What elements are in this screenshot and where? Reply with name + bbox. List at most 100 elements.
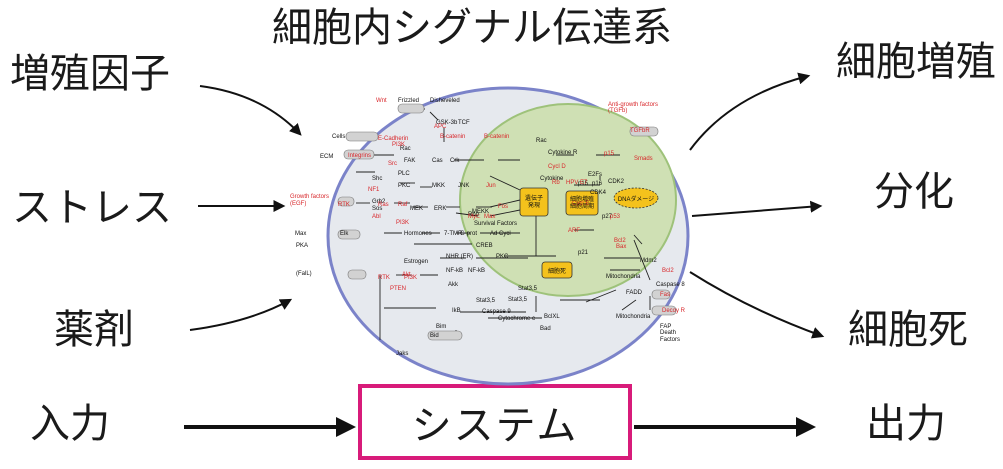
pathway-node-label: p15 [578,181,589,187]
pathway-node-label: E2Fs [588,172,602,178]
pathway-box-label: 細胞死 [548,267,566,275]
output-differentiation-label: 分化 [874,169,954,215]
pathway-node-label: TCF [458,120,470,126]
pathway-node-label: Caspase 8 [656,282,685,288]
pathway-node-label: FAP [660,324,671,330]
pathway-node-label: Estrogen [404,259,428,265]
pathway-node-label: MEKK [472,209,489,215]
pathway-node-label: Stat3,5 [476,298,496,304]
pathway-node-label: Stat3,5 [508,297,528,303]
pathway-node-label: Elk [340,231,349,237]
pathway-node-label: Disheveled [430,98,460,104]
oncogene-label: RTK [378,275,390,281]
pathway-node-label: Stat3,5 [518,286,538,292]
oncogene-label: Rb [552,180,560,186]
pathway-node-label: Max [295,231,306,237]
pathway-node-label: p21 [578,250,589,256]
diagram-art [326,86,690,386]
pathway-node-label: Crk [450,158,460,164]
pathway-node-label: CDK2 [608,179,625,185]
oncogene-label: Cycl E [572,201,589,207]
oncogene-label: HPV E7 [566,180,588,186]
input-stress-label: ストレス [12,185,172,231]
pathway-node-label: Akk [448,282,459,288]
pathway-node-label: Shc [372,176,382,182]
pathway-node-label: GSK-3b [436,120,458,126]
oncogene-label: Anti-growth factors [608,102,658,108]
pathway-node-label: Ad Cycl [490,231,511,237]
oncogene-label: TGFbR [630,128,650,134]
pathway-node-label: Jaks [396,351,408,357]
input-drug-label: 薬剤 [54,307,134,353]
oncogene-label: PI3K [392,142,405,148]
oncogene-label: Max [484,214,495,220]
oncogene-label: Abl [372,214,381,220]
pathway-node-label: Frizzled [398,98,419,104]
oncogene-label: Smads [634,156,653,162]
output-proliferation-label: 細胞増殖 [836,39,996,85]
pathway-node-label: Rac [536,138,547,144]
pathway-node-label: Cells [332,134,345,140]
page-title: 細胞内シグナル伝達系 [272,5,672,51]
oncogene-label: Wnt [376,98,387,104]
oncogene-label: p15 [604,151,615,157]
pathway-node-label: PKC [398,183,411,189]
pathway-node-label: G-prot [460,231,477,237]
oncogene-label: Ras [378,202,389,208]
system-box: システム [358,384,632,460]
pathway-node-label: Bim [436,324,446,330]
oncogene-label: B-catenin [484,134,509,140]
pathway-node-label: IkB [452,308,461,314]
bottom-input-label: 入力 [30,401,110,447]
pathway-node-label: CDK4 [590,190,607,196]
input-growth-factor-label: 増殖因子 [10,51,170,97]
pathway-node-label: JNK [458,183,469,189]
pathway-node-label: Grb2 [372,199,386,205]
pathway-node-label: Mitochondria [616,314,651,320]
pathway-node-label: Cas [432,158,443,164]
pathway-node-label: ECM [320,154,333,160]
oncogene-label: (EGF) [290,201,306,207]
oncogene-label: E-Cadherin [378,136,408,142]
system-label: システム [411,403,579,449]
oncogene-label: Integrins [348,153,371,159]
pathway-node-label: Bid [430,333,439,339]
pathway-node-label: Survival Factors [474,221,517,227]
oncogene-label: PI3K [404,275,417,281]
pathway-node-label: Caspase 9 [482,309,511,315]
oncogene-label: p53 [610,214,621,220]
pathway-node-label: MKK [432,183,445,189]
pathway-node-label: (FalL) [296,271,312,277]
pathway-node-label: FADD [626,290,643,296]
pathway-node-label: PKA [296,243,308,249]
oncogene-label: Akt [402,272,411,278]
oncogene-label: ARF [568,228,580,234]
pathway-node-label: Cytokine [540,176,564,182]
pathway-node-label: FAK [404,158,415,164]
oncogene-label: Decoy R [662,308,686,314]
oncogene-label: B-catenin [440,134,465,140]
pathway-node-label: 7-TMR [444,231,463,237]
pathway-node-label: MEK [410,206,423,212]
oncogene-label: Src [388,161,397,167]
oncogene-label: Growth factors [290,194,329,200]
pathway-node-label: Bad [540,326,551,332]
output-death-label: 細胞死 [848,307,968,353]
oncogene-label: (TGFb) [608,108,627,114]
pathway-node-label: Rac [400,146,411,152]
oncogene-label: NF1 [368,187,380,193]
pathway-node-label: Rho [468,212,480,218]
pathway-node-label: p27 [602,214,613,220]
pathway-node-label: Cytokine R [548,150,578,156]
oncogene-label: PTEN [390,286,406,292]
oncogene-label: Raf [398,202,408,208]
pathway-node-label: p16 [592,181,603,187]
pathway-node-label: CREB [476,243,493,249]
oncogene-label: RTK [338,202,350,208]
pathway-node-label: Factors [660,337,680,343]
pathway-node-label: PKC [496,254,509,260]
pathway-node-label: PLC [398,171,410,177]
oncogene-label: APC [434,124,447,130]
oncogene-label: Bcl2 [662,268,674,274]
